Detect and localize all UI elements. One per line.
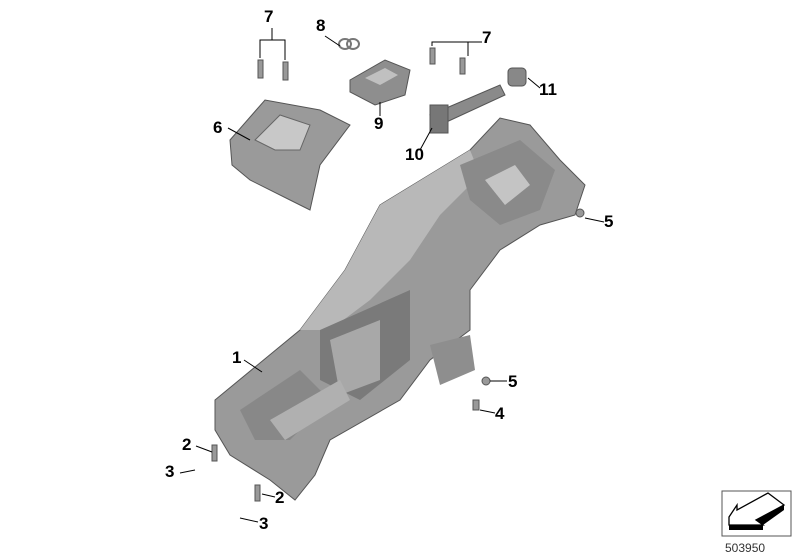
- screws: [211, 47, 585, 502]
- holder-part-9[interactable]: [349, 59, 411, 106]
- callout-4: 4: [495, 404, 505, 423]
- leader-lines: [179, 28, 605, 523]
- lock-part-10[interactable]: [429, 84, 506, 134]
- callout-2b: 2: [275, 488, 285, 507]
- callout-1: 1: [232, 348, 242, 367]
- callout-11: 11: [539, 80, 557, 99]
- callout-5a: 5: [604, 212, 614, 231]
- callout-8: 8: [316, 16, 326, 35]
- reference-number: 503950: [725, 541, 766, 555]
- callout-5b: 5: [508, 372, 518, 391]
- bracket-part-6[interactable]: [229, 99, 351, 211]
- callout-10: 10: [405, 145, 424, 164]
- orientation-arrow-icon: [721, 490, 792, 537]
- undertray-part-1[interactable]: [214, 117, 586, 501]
- callout-3b: 3: [259, 514, 269, 533]
- clip-part-8[interactable]: [338, 38, 360, 50]
- callout-6: 6: [213, 118, 223, 137]
- cylinder-part-11[interactable]: [507, 67, 527, 87]
- callout-7b: 7: [482, 28, 492, 47]
- callout-9: 9: [374, 114, 384, 133]
- callout-3a: 3: [165, 462, 175, 481]
- callout-7a: 7: [264, 7, 274, 26]
- callout-2a: 2: [182, 435, 192, 454]
